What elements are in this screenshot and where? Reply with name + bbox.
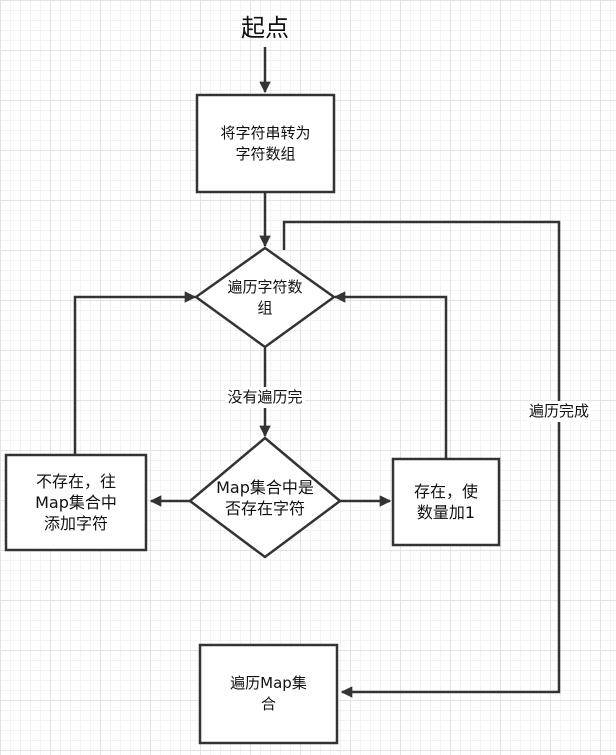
- node-iterate-map: [198, 643, 339, 745]
- edge-not-exist-loop: [73, 291, 197, 455]
- node-iterate: [193, 246, 337, 349]
- start-label: 起点: [241, 13, 289, 42]
- edge-finished: [282, 220, 561, 698]
- node-iterate-label: 遍历字符数 组: [227, 277, 303, 317]
- edge-exist-loop: [333, 291, 448, 459]
- node-not-exist-label: 不存在，往 Map集合中 添加字符: [35, 472, 117, 533]
- node-not-exist: [4, 453, 148, 552]
- node-exist-label: 存在，使 数量加1: [413, 482, 478, 522]
- node-to-array: [195, 93, 336, 194]
- edge-not-finished-label: 没有遍历完: [225, 386, 305, 408]
- node-exist: [391, 457, 501, 547]
- node-check: [187, 436, 343, 559]
- node-iterate-map-label: 遍历Map集 合: [230, 674, 307, 713]
- node-check-label: Map集合中是 否存在字符: [216, 477, 314, 518]
- node-to-array-label: 将字符串转为 字符数组: [220, 123, 311, 163]
- edge-finished-label: 遍历完成: [526, 400, 591, 422]
